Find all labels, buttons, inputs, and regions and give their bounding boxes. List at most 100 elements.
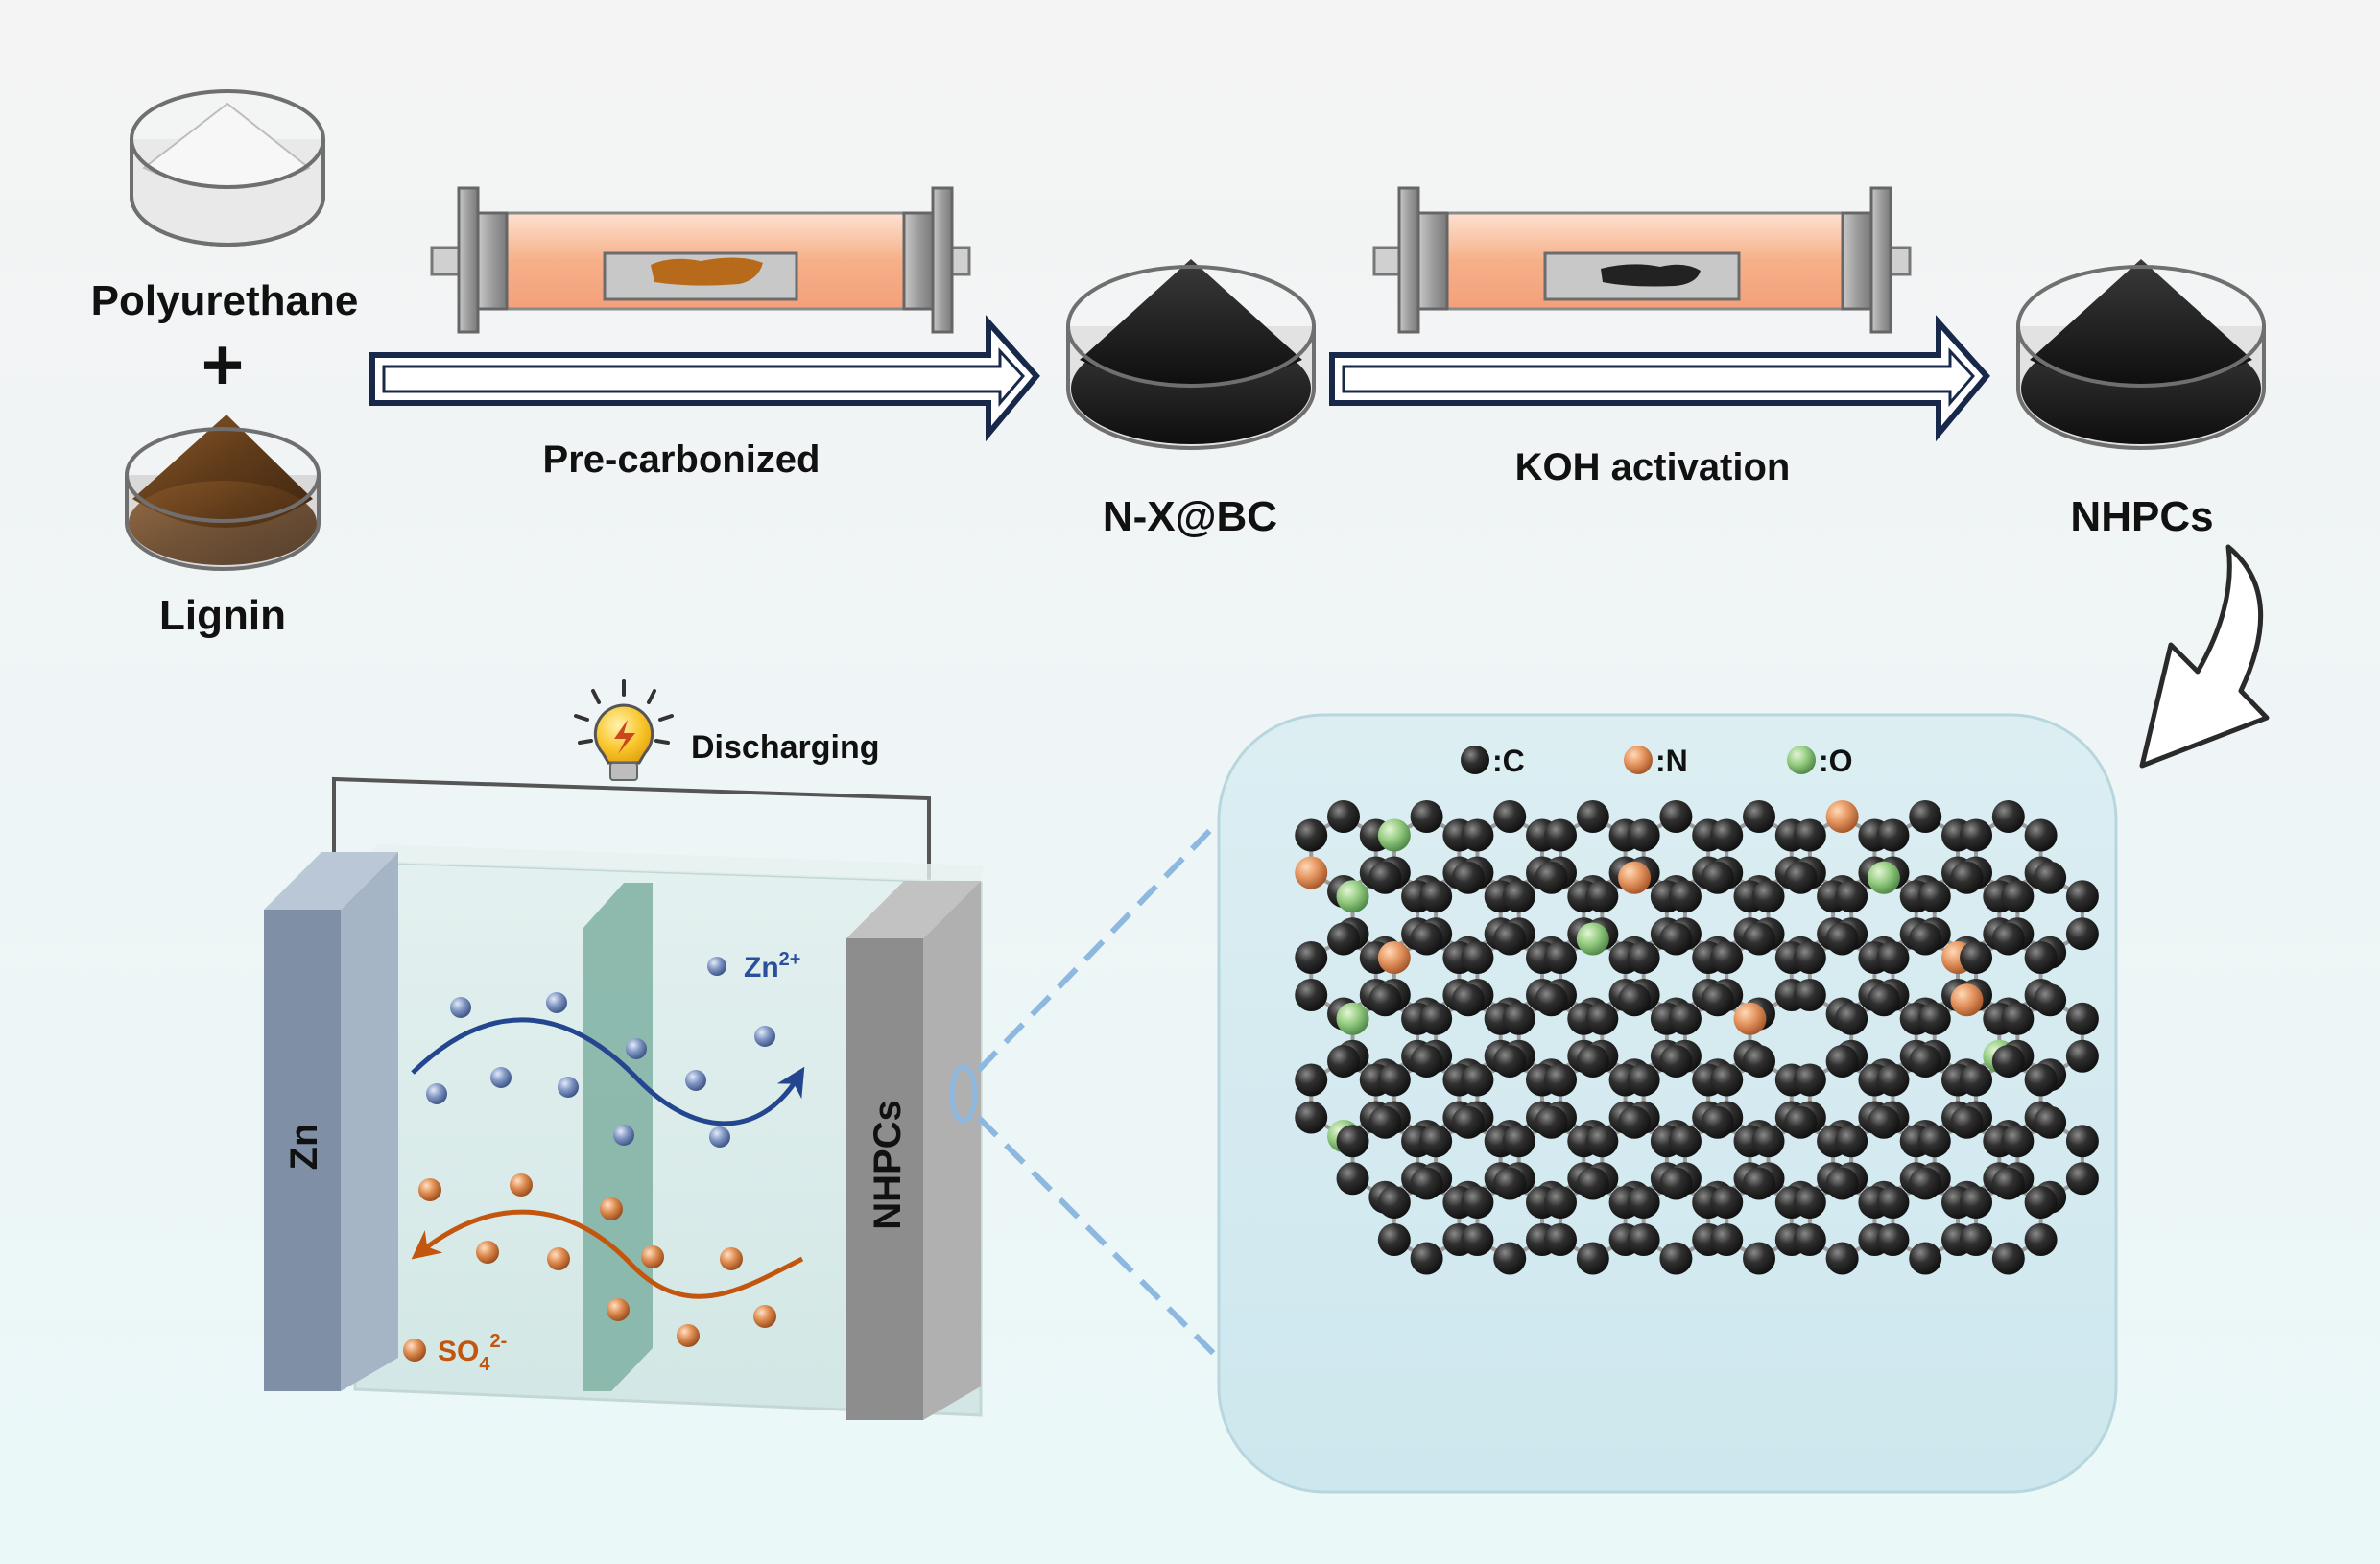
carbon-atom (1493, 1167, 1527, 1200)
zn-ion (754, 1026, 775, 1047)
carbon-atom (1410, 1045, 1443, 1078)
carbon-atom (1627, 1063, 1660, 1097)
carbon-atom (1991, 800, 2025, 833)
carbon-atom (2065, 1162, 2099, 1196)
oxygen-atom (1336, 1002, 1369, 1035)
carbon-atom (1793, 818, 1826, 852)
carbon-atom (1917, 880, 1951, 913)
carbon-atom (1410, 800, 1443, 833)
carbon-atom (1493, 922, 1527, 956)
carbon-atom (2065, 1039, 2099, 1073)
carbon-atom (1909, 922, 1942, 956)
carbon-atom (2065, 880, 2099, 913)
carbon-atom (1751, 880, 1785, 913)
zn-ion (709, 1126, 730, 1148)
carbon-atom (2065, 1002, 2099, 1035)
carbon-atom (1743, 1167, 1776, 1200)
sulfate-ion (677, 1324, 700, 1347)
carbon-atom (1461, 1186, 1494, 1219)
carbon-atom (1825, 922, 1859, 956)
carbon-atom (1876, 1223, 1910, 1256)
legend-nitrogen-label: :N (1655, 744, 1688, 778)
nhpcs-label: NHPCs (2070, 493, 2213, 540)
carbon-atom (1751, 1125, 1785, 1158)
carbon-atom (1784, 861, 1818, 894)
carbon-atom (1710, 941, 1744, 974)
sulfate-ion-label: SO42- (438, 1331, 507, 1375)
carbon-atom (2024, 1186, 2058, 1219)
sulfate-ion (641, 1245, 664, 1268)
carbon-atom (1295, 1101, 1328, 1134)
legend-oxygen-dot (1787, 746, 1816, 774)
zn-ion-group (426, 992, 775, 1148)
zoom-ring-icon (949, 1064, 978, 1124)
sulfate-ion-flow-arrow (411, 1209, 804, 1299)
carbon-atom (1876, 1186, 1910, 1219)
zn-ion (685, 1070, 706, 1091)
carbon-atom (1327, 922, 1360, 956)
sulfate-ion (600, 1197, 623, 1220)
carbon-atom (1461, 941, 1494, 974)
zn-ion (613, 1125, 634, 1146)
carbon-atom (1461, 818, 1494, 852)
carbon-atom (1867, 983, 1900, 1017)
zn-anode (264, 852, 398, 1391)
zn-ion-flow-arrow (411, 1017, 805, 1126)
carbon-atom (1701, 1105, 1734, 1139)
carbon-atom (1493, 800, 1527, 833)
sulfate-ion (753, 1305, 776, 1328)
carbon-atom (1451, 1105, 1485, 1139)
carbon-atom (1835, 880, 1868, 913)
sulfate-ion (510, 1173, 533, 1197)
carbon-atom (1909, 1242, 1942, 1275)
pre-carbonized-label: Pre-carbonized (543, 438, 821, 481)
sulfate-ion-group (418, 1173, 776, 1347)
carbon-atom (1991, 1167, 2025, 1200)
carbon-atom (1960, 941, 1993, 974)
carbon-atom (1327, 1045, 1360, 1078)
carbon-atom (1743, 922, 1776, 956)
carbon-atom (1960, 818, 1993, 852)
carbon-atom (1627, 1223, 1660, 1256)
carbon-atom (1793, 1063, 1826, 1097)
sulfate-ion (418, 1178, 441, 1201)
carbon-atom (1377, 1063, 1411, 1097)
carbon-atom (1701, 861, 1734, 894)
carbon-atom (1576, 800, 1609, 833)
carbon-atom (2024, 1223, 2058, 1256)
nitrogen-atom (1950, 983, 1984, 1017)
zoom-line-top (976, 820, 1220, 1073)
nitrogen-atom (1733, 1002, 1767, 1035)
carbon-atom (1410, 922, 1443, 956)
carbon-atom (1659, 1045, 1693, 1078)
legend-carbon-dot (1461, 746, 1489, 774)
carbon-atom (1461, 1063, 1494, 1097)
carbon-atom (1668, 880, 1702, 913)
curved-arrow-icon (2139, 544, 2270, 769)
carbon-atom (1535, 861, 1568, 894)
carbon-atom (1909, 1045, 1942, 1078)
carbon-atom (1701, 983, 1734, 1017)
carbon-atom (1876, 818, 1910, 852)
carbon-atom (2024, 818, 2058, 852)
sulfate-ion (476, 1241, 499, 1264)
carbon-atom (1710, 1186, 1744, 1219)
carbon-atom (1585, 1002, 1619, 1035)
carbon-atom (1368, 861, 1402, 894)
carbon-atom (1295, 941, 1328, 974)
carbon-atom (1909, 800, 1942, 833)
carbon-atom (1659, 1242, 1693, 1275)
carbon-atom (1710, 1223, 1744, 1256)
nxbc-dish (1066, 259, 1316, 450)
sulfate-ion (547, 1247, 570, 1270)
carbon-atom (1668, 1125, 1702, 1158)
carbon-atom (1784, 1105, 1818, 1139)
carbon-atom (1825, 1167, 1859, 1200)
zn-ion (450, 997, 471, 1018)
zoom-line-bottom (976, 1115, 1220, 1360)
carbon-atom (1295, 979, 1328, 1011)
legend-nitrogen-dot (1624, 746, 1653, 774)
carbon-atom (1825, 1045, 1859, 1078)
sulfate-ion (607, 1298, 630, 1321)
carbon-atom (1917, 1125, 1951, 1158)
